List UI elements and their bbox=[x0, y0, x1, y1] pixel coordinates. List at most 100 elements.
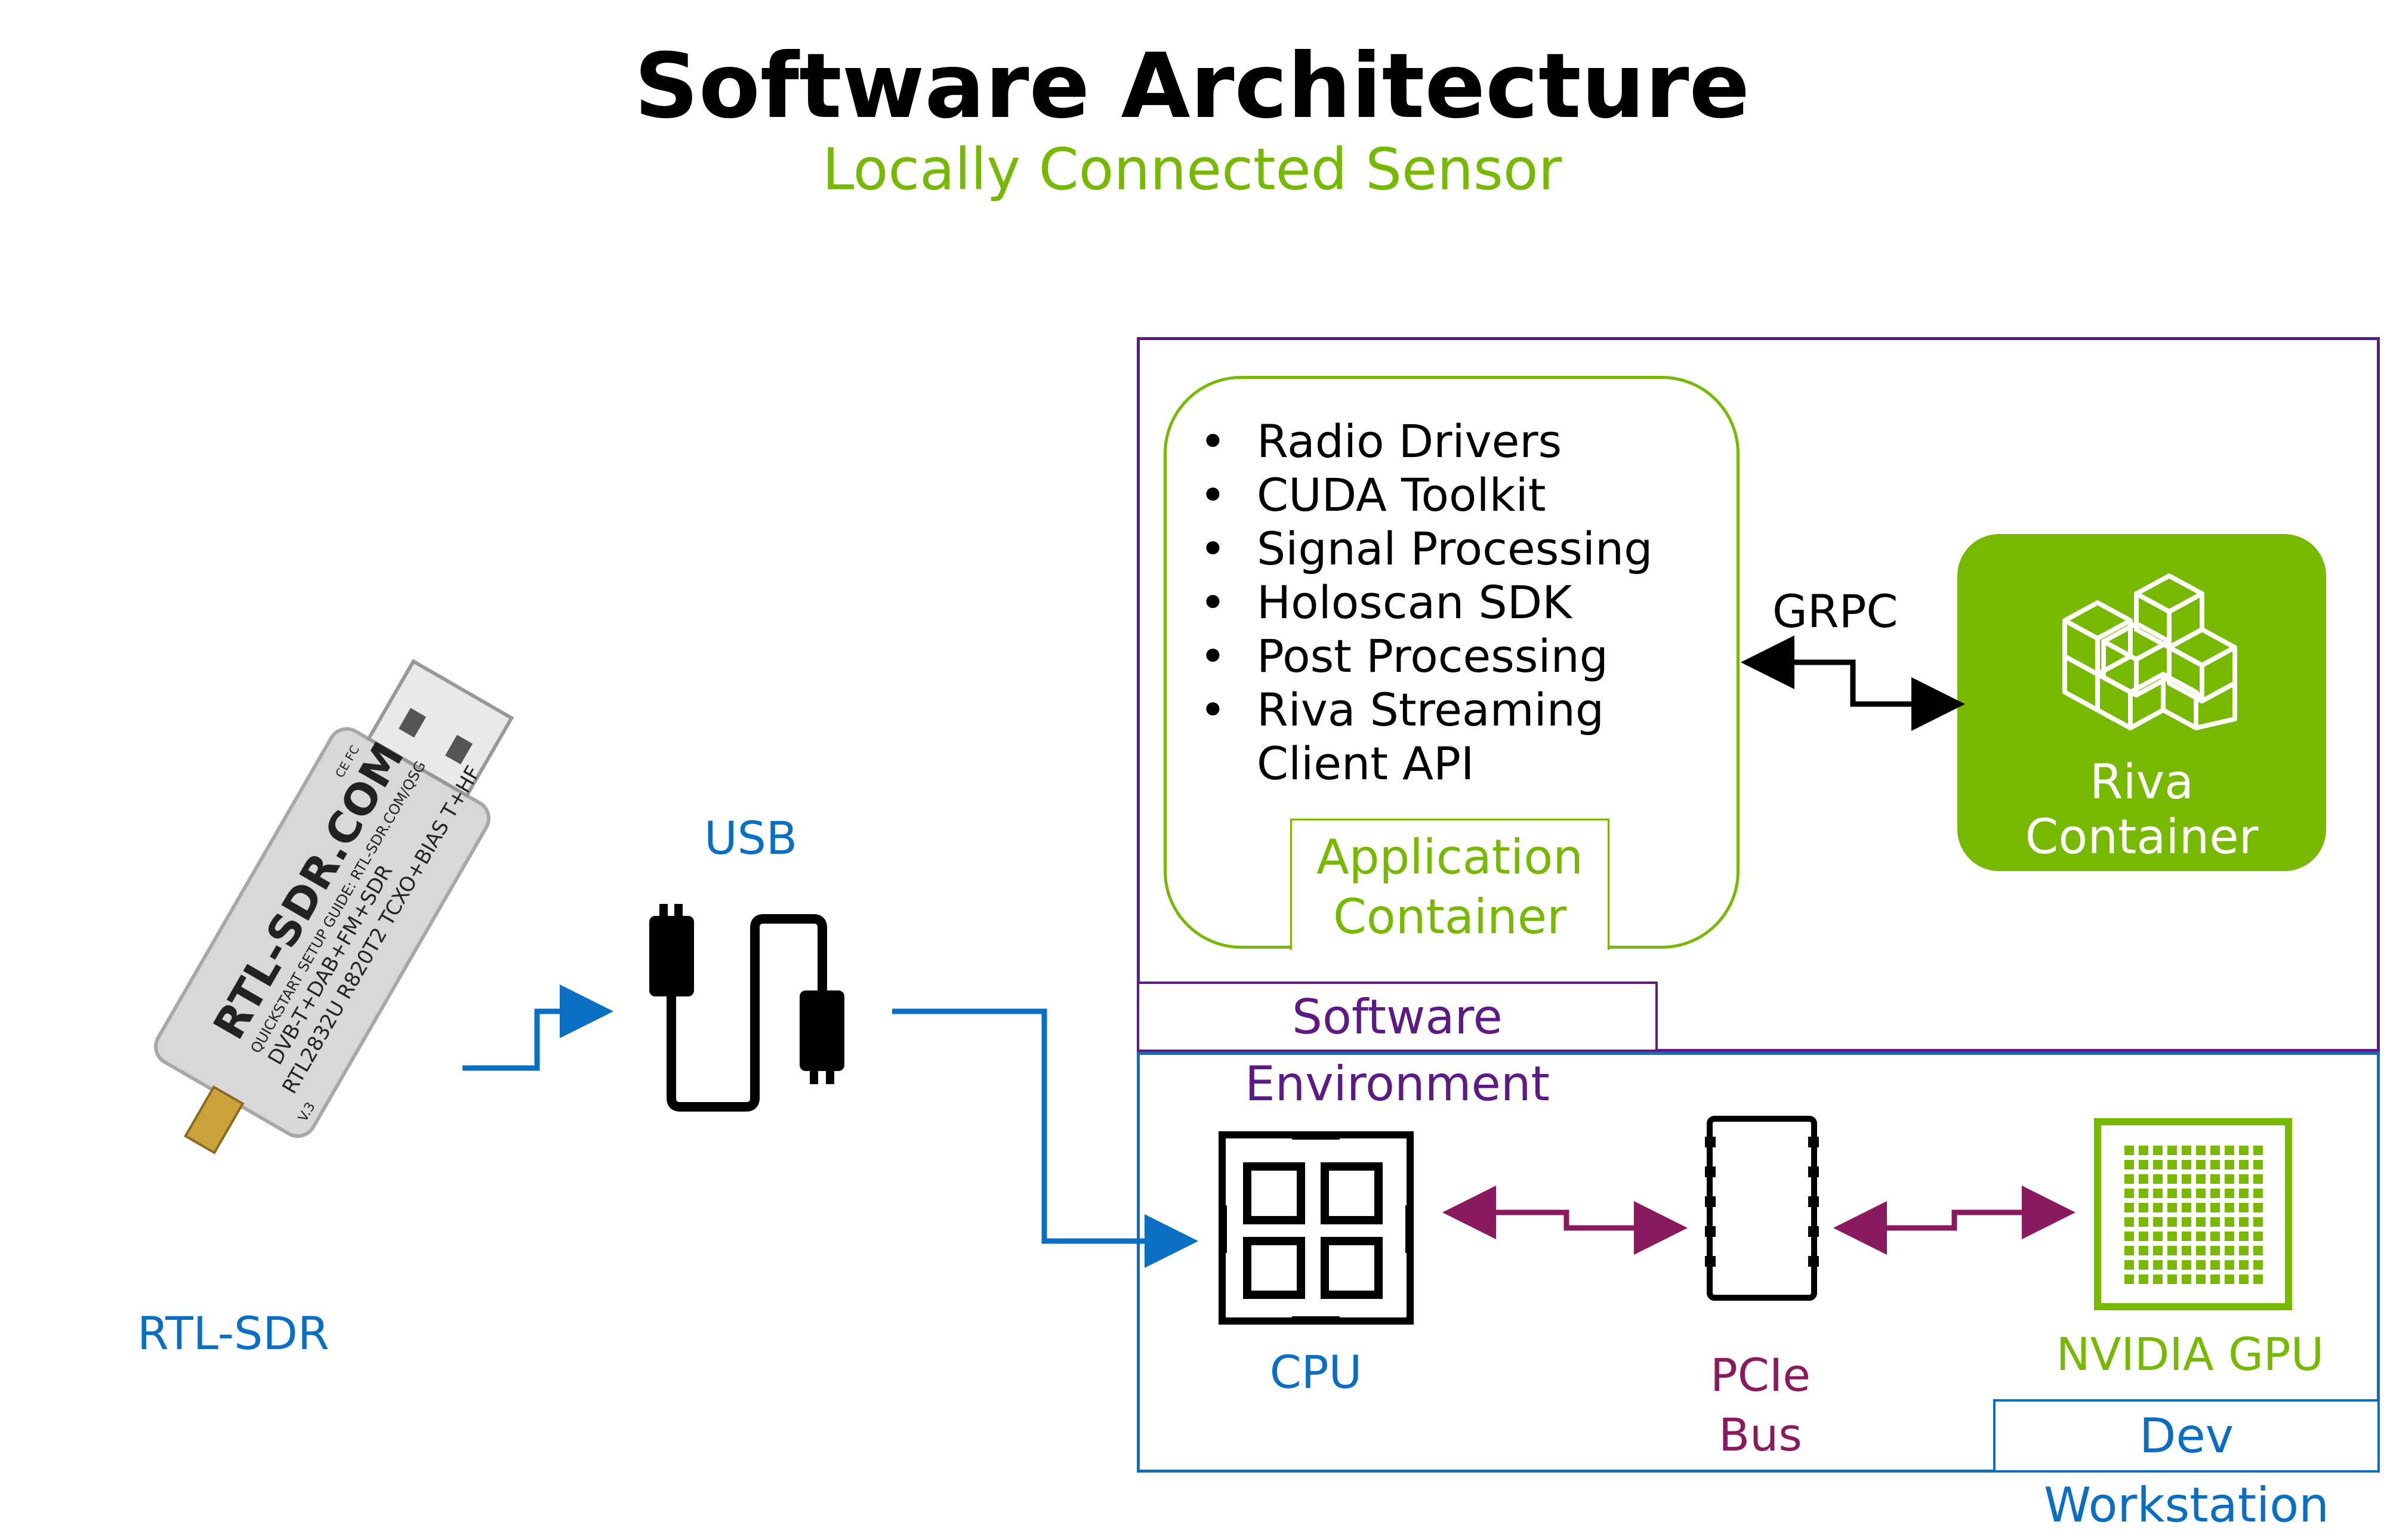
list-item: •Signal Processing bbox=[1199, 522, 1653, 575]
dev-workstation-box bbox=[1137, 1052, 2380, 1473]
pcie-gpu-link bbox=[1833, 1186, 2075, 1255]
gpu-core-cell bbox=[2210, 1274, 2220, 1284]
pcie-bus-label: PCIe Bus bbox=[1710, 1348, 1811, 1461]
gpu-core-cell bbox=[2225, 1217, 2234, 1227]
gpu-core-cell bbox=[2196, 1217, 2206, 1227]
gpu-core-cell bbox=[2139, 1232, 2148, 1241]
gpu-core-cell bbox=[2196, 1160, 2206, 1169]
pcie-bus-icon bbox=[1707, 1116, 1817, 1301]
gpu-core-cell bbox=[2124, 1260, 2134, 1270]
gpu-core-cell bbox=[2124, 1274, 2134, 1284]
gpu-core-cell bbox=[2153, 1232, 2163, 1241]
gpu-core-cell bbox=[2239, 1260, 2249, 1270]
gpu-core-cell bbox=[2153, 1189, 2163, 1198]
gpu-core-cell bbox=[2196, 1260, 2206, 1270]
riva-container-label: Riva Container bbox=[2025, 754, 2259, 865]
gpu-core-cell bbox=[2196, 1274, 2206, 1284]
software-environment-box bbox=[1137, 337, 2380, 1052]
gpu-core-cell bbox=[2182, 1146, 2191, 1155]
gpu-core-cell bbox=[2225, 1189, 2234, 1198]
gpu-core-cell bbox=[2225, 1232, 2234, 1241]
gpu-core-cell bbox=[2139, 1203, 2148, 1212]
gpu-core-cell bbox=[2153, 1274, 2163, 1284]
list-item: •CUDA Toolkit bbox=[1199, 468, 1546, 521]
gpu-core-cell bbox=[2253, 1174, 2263, 1184]
gpu-core-cell bbox=[2153, 1146, 2163, 1155]
gpu-core-cell bbox=[2124, 1174, 2134, 1184]
application-container-list: •Radio Drivers •CUDA Toolkit •Signal Pro… bbox=[1199, 415, 1652, 791]
software-environment-label: Software Environment bbox=[1137, 982, 1658, 1112]
gpu-core-cell bbox=[2196, 1146, 2206, 1155]
gpu-core-cell bbox=[2253, 1232, 2263, 1241]
gpu-core-cell bbox=[2167, 1189, 2177, 1198]
usb-label: USB bbox=[704, 811, 798, 865]
gpu-core-cell bbox=[2153, 1160, 2163, 1169]
gpu-core-cell bbox=[2124, 1160, 2134, 1169]
gpu-core-cell bbox=[2124, 1246, 2134, 1255]
gpu-core-cell bbox=[2210, 1246, 2220, 1255]
gpu-core-cell bbox=[2239, 1146, 2249, 1155]
gpu-core-cell bbox=[2167, 1232, 2177, 1241]
gpu-core-cell bbox=[2182, 1174, 2191, 1184]
cubes-icon bbox=[2062, 573, 2237, 730]
gpu-core-cell bbox=[2253, 1203, 2263, 1212]
gpu-core-cell bbox=[2253, 1217, 2263, 1227]
gpu-core-cell bbox=[2225, 1274, 2234, 1284]
gpu-core-cell bbox=[2167, 1203, 2177, 1212]
gpu-core-cell bbox=[2167, 1274, 2177, 1284]
gpu-core-cell bbox=[2167, 1160, 2177, 1169]
gpu-core-cell bbox=[2182, 1189, 2191, 1198]
gpu-core-cell bbox=[2153, 1203, 2163, 1212]
list-item: •Post Processing bbox=[1199, 629, 1608, 683]
diagram-graphics: RTL-SDR.COM QUICKSTART SETUP GUIDE: RTL-… bbox=[154, 635, 2292, 1325]
gpu-core-cell bbox=[2139, 1246, 2148, 1255]
gpu-core-cell bbox=[2124, 1232, 2134, 1241]
gpu-core-cell bbox=[2167, 1246, 2177, 1255]
gpu-core-cell bbox=[2196, 1174, 2206, 1184]
gpu-core-cell bbox=[2239, 1232, 2249, 1241]
gpu-core-cell bbox=[2139, 1274, 2148, 1284]
usb-link-right bbox=[892, 1008, 1198, 1268]
gpu-core-cell bbox=[2210, 1160, 2220, 1169]
gpu-core-cell bbox=[2139, 1146, 2148, 1155]
grpc-link bbox=[1741, 635, 1965, 731]
gpu-core-cell bbox=[2139, 1217, 2148, 1227]
gpu-core-cell bbox=[2239, 1274, 2249, 1284]
grpc-label: GRPC bbox=[1772, 585, 1898, 638]
gpu-core-cell bbox=[2153, 1217, 2163, 1227]
application-container-label: Application Container bbox=[1290, 819, 1609, 950]
gpu-core-cell bbox=[2167, 1146, 2177, 1155]
gpu-core-cell bbox=[2210, 1217, 2220, 1227]
list-item: •Holoscan SDK bbox=[1199, 576, 1572, 629]
gpu-core-cell bbox=[2253, 1189, 2263, 1198]
page-title: Software Architecture bbox=[634, 35, 1750, 138]
nvidia-gpu-label: NVIDIA GPU bbox=[2056, 1328, 2324, 1381]
gpu-core-cell bbox=[2182, 1246, 2191, 1255]
gpu-core-cell bbox=[2124, 1217, 2134, 1227]
gpu-core-cell bbox=[2139, 1189, 2148, 1198]
gpu-core-cell bbox=[2167, 1174, 2177, 1184]
gpu-core-cell bbox=[2153, 1174, 2163, 1184]
gpu-core-cell bbox=[2182, 1203, 2191, 1212]
gpu-core-cell bbox=[2253, 1274, 2263, 1284]
cpu-label: CPU bbox=[1269, 1345, 1362, 1399]
gpu-core-cell bbox=[2124, 1189, 2134, 1198]
gpu-core-cell bbox=[2210, 1203, 2220, 1212]
gpu-core-cell bbox=[2239, 1189, 2249, 1198]
gpu-core-cell bbox=[2239, 1160, 2249, 1169]
rtl-sdr-device-icon: RTL-SDR.COM QUICKSTART SETUP GUIDE: RTL-… bbox=[154, 659, 514, 1155]
gpu-core-cell bbox=[2225, 1260, 2234, 1270]
cpu-pcie-link bbox=[1442, 1186, 1688, 1255]
gpu-core-cell bbox=[2182, 1217, 2191, 1227]
gpu-core-cell bbox=[2182, 1274, 2191, 1284]
gpu-icon bbox=[2094, 1118, 2292, 1310]
gpu-core-cell bbox=[2225, 1174, 2234, 1184]
gpu-core-cell bbox=[2139, 1260, 2148, 1270]
list-item: •Riva Streaming bbox=[1199, 683, 1605, 736]
gpu-core-cell bbox=[2210, 1189, 2220, 1198]
gpu-core-cell bbox=[2139, 1174, 2148, 1184]
cpu-icon bbox=[1219, 1131, 1414, 1325]
gpu-core-cell bbox=[2182, 1260, 2191, 1270]
gpu-core-cell bbox=[2225, 1160, 2234, 1169]
gpu-core-cell bbox=[2124, 1203, 2134, 1212]
